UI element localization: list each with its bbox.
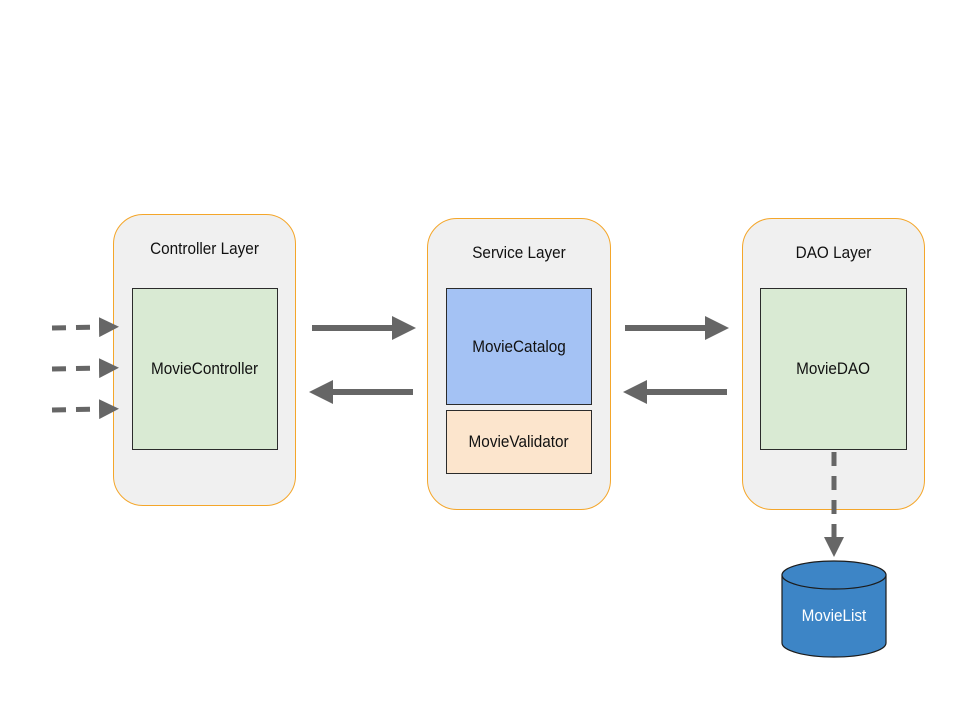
dao-layer-title: DAO Layer (795, 243, 872, 262)
incoming-arrow-3 (51, 399, 119, 420)
service-layer-title: Service Layer (472, 243, 566, 262)
controller-layer-title: Controller Layer (150, 239, 259, 258)
movie-catalog-box: MovieCatalog (446, 288, 592, 405)
movie-catalog-label: MovieCatalog (472, 336, 566, 356)
movie-validator-box: MovieValidator (446, 410, 592, 474)
movie-dao-box: MovieDAO (760, 288, 907, 450)
datastore-top (781, 560, 887, 590)
incoming-arrow-1 (51, 317, 119, 338)
incoming-arrow-2 (51, 358, 119, 379)
movie-list-label: MovieList (801, 606, 867, 625)
movie-validator-label: MovieValidator (468, 432, 570, 451)
movie-list-datastore (781, 560, 887, 658)
movie-dao-label: MovieDAO (796, 359, 871, 378)
movie-controller-label: MovieController (151, 359, 259, 378)
datastore-body (781, 574, 887, 658)
incoming-request-arrows (51, 317, 119, 420)
movie-controller-box: MovieController (132, 288, 278, 450)
